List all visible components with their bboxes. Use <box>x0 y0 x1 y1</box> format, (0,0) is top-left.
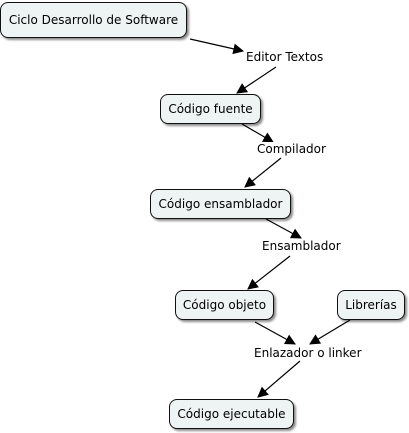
edge-ensamblador-to-objeto <box>247 255 291 290</box>
edge-ciclo-to-editor <box>189 38 245 55</box>
node-ciclo-desarrollo-software[interactable]: Ciclo Desarrollo de Software <box>0 2 187 38</box>
edge-editor-to-fuente <box>236 66 277 94</box>
edge-ensamblador-code-to-ensamblador <box>265 218 302 239</box>
link-editor-textos: Editor Textos <box>246 50 324 64</box>
node-codigo-fuente[interactable]: Código fuente <box>160 94 261 124</box>
edge-fuente-to-compilador <box>241 123 274 143</box>
node-librerias[interactable]: Librerías <box>337 290 405 320</box>
edge-librerias-to-enlazador <box>309 319 351 345</box>
edge-compilador-to-ensamblador-code <box>244 157 282 188</box>
link-ensamblador: Ensamblador <box>262 239 341 253</box>
edge-objeto-to-enlazador <box>254 321 296 345</box>
node-codigo-ensamblador[interactable]: Código ensamblador <box>150 189 291 219</box>
node-codigo-objeto[interactable]: Código objeto <box>175 290 274 320</box>
edge-enlazador-to-ejecutable <box>257 360 301 398</box>
link-compilador: Compilador <box>257 142 326 156</box>
node-codigo-ejecutable[interactable]: Código ejecutable <box>169 399 294 429</box>
link-enlazador-linker: Enlazador o linker <box>254 346 362 360</box>
